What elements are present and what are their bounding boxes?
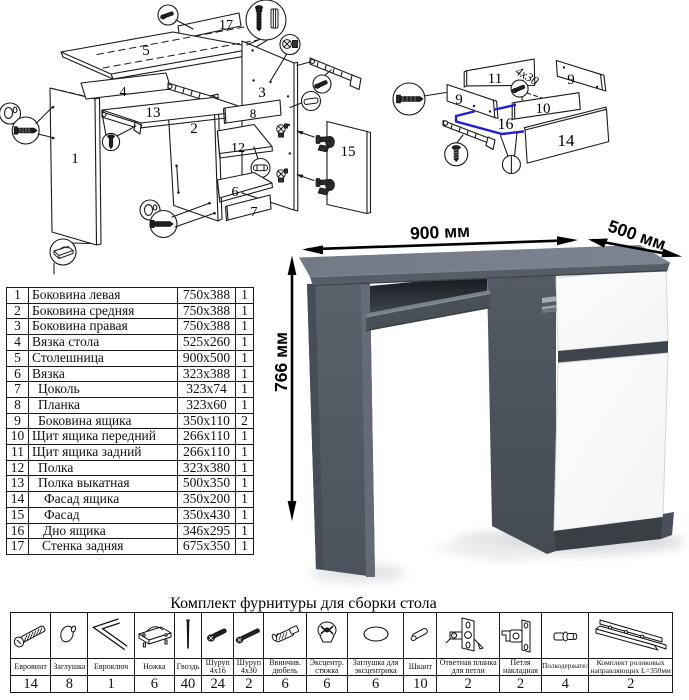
svg-text:6: 6	[232, 185, 239, 200]
svg-text:13: 13	[146, 105, 161, 121]
svg-text:9: 9	[455, 92, 463, 108]
svg-text:2: 2	[190, 121, 198, 137]
svg-text:3: 3	[258, 85, 266, 101]
svg-text:766 мм: 766 мм	[271, 332, 291, 392]
svg-text:9: 9	[567, 72, 575, 88]
svg-text:4: 4	[120, 85, 127, 100]
svg-text:900 мм: 900 мм	[410, 221, 471, 244]
svg-text:10: 10	[536, 101, 551, 117]
svg-text:7: 7	[251, 205, 258, 220]
svg-text:17: 17	[219, 18, 233, 33]
svg-text:14: 14	[558, 131, 576, 150]
svg-text:1: 1	[71, 151, 79, 167]
svg-text:15: 15	[341, 144, 356, 160]
svg-text:5: 5	[142, 43, 150, 59]
svg-text:11: 11	[488, 71, 502, 87]
svg-text:16: 16	[498, 116, 514, 133]
svg-text:12: 12	[231, 141, 245, 156]
svg-text:8: 8	[250, 106, 257, 121]
